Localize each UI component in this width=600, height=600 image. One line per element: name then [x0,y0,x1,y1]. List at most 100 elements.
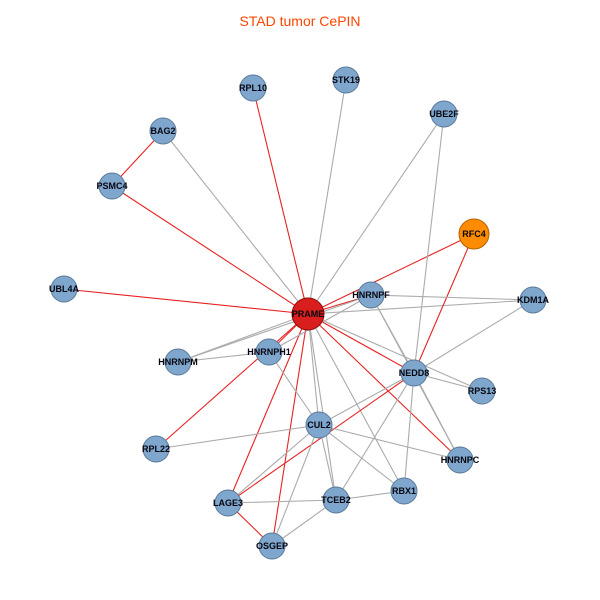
node-label-PRAME: PRAME [292,309,325,319]
node-OSGEP: OSGEP [256,532,288,560]
edge-NEDD8-UBE2F [413,113,445,374]
edge-CUL2-HNRNPH1 [268,351,320,426]
node-label-RBX1: RBX1 [392,486,416,496]
edge-PRAME-BAG2 [162,130,309,315]
node-circle-HNRNPH1 [255,338,283,366]
node-circle-UBL4A [50,275,78,303]
node-label-RPL10: RPL10 [239,83,267,93]
edge-CUL2-HNRNPC [318,424,461,461]
node-label-HNRNPM: HNRNPM [158,357,198,367]
edge-PRAME-HNRNPC [307,313,461,461]
node-label-HNRNPF: HNRNPF [352,290,390,300]
node-circle-OSGEP [258,532,286,560]
edge-CUL2-OSGEP [271,424,320,547]
edge-PRAME-KDM1A [307,299,534,315]
edge-PRAME-RBX1 [307,313,405,492]
figure-title: STAD tumor CePIN [239,13,360,29]
edge-PRAME-RPS13 [307,313,483,392]
node-HNRNPF: HNRNPF [352,281,390,309]
edge-PRAME-LAGE3 [227,313,309,504]
node-label-LAGE3: LAGE3 [213,498,243,508]
edge-HNRNPF-NEDD8 [370,294,415,374]
node-label-NEDD8: NEDD8 [399,368,430,378]
node-BAG2: BAG2 [149,117,177,145]
node-circle-PRAME [291,297,325,331]
node-LAGE3: LAGE3 [213,489,243,517]
node-circle-HNRNPM [164,348,192,376]
node-label-PSMC4: PSMC4 [96,181,127,191]
node-RBX1: RBX1 [390,477,418,505]
node-label-HNRNPC: HNRNPC [441,455,480,465]
node-label-HNRNPH1: HNRNPH1 [247,347,291,357]
edge-PRAME-UBE2F [307,113,445,315]
edge-PRAME-STK19 [307,79,347,315]
node-label-RFC4: RFC4 [462,229,486,239]
node-circle-RPL22 [142,435,170,463]
edge-PRAME-RFC4 [307,233,475,315]
node-label-OSGEP: OSGEP [256,541,288,551]
node-circle-KDM1A [519,286,547,314]
edge-HNRNPF-HNRNPM [177,294,372,363]
node-STK19: STK19 [332,66,360,94]
node-HNRNPM: HNRNPM [158,348,198,376]
node-circle-RPL10 [239,74,267,102]
node-PRAME: PRAME [291,297,325,331]
node-UBE2F: UBE2F [429,100,459,128]
node-label-STK19: STK19 [332,75,360,85]
edge-HNRNPF-KDM1A [370,294,534,301]
edge-PRAME-CUL2 [307,313,320,426]
node-circle-PSMC4 [98,172,126,200]
node-circle-STK19 [332,66,360,94]
node-label-CUL2: CUL2 [307,420,331,430]
edge-CUL2-LAGE3 [227,424,320,504]
edge-PRAME-UBL4A [63,288,309,315]
node-HNRNPH1: HNRNPH1 [247,338,291,366]
edge-TCEB2-LAGE3 [227,499,337,504]
edge-CUL2-RPL22 [155,424,320,450]
node-NEDD8: NEDD8 [399,359,430,387]
edge-RFC4-NEDD8 [413,233,475,374]
node-CUL2: CUL2 [305,411,333,439]
edge-PRAME-OSGEP [271,313,309,547]
edge-NEDD8-HNRNPC [413,372,461,461]
node-KDM1A: KDM1A [517,286,550,314]
node-label-RPL22: RPL22 [142,444,170,454]
edge-PRAME-RPL10 [252,87,309,315]
node-circle-HNRNPC [446,446,474,474]
edge-NEDD8-RBX1 [403,372,415,492]
node-label-RPS13: RPS13 [468,386,497,396]
edge-PRAME-PSMC4 [111,185,309,315]
node-circle-UBE2F [430,100,458,128]
node-circle-RFC4 [458,218,490,250]
node-circle-CUL2 [305,411,333,439]
node-RPS13: RPS13 [468,377,497,405]
edge-PRAME-TCEB2 [307,313,337,501]
edge-HNRNPM-HNRNPH1 [177,351,270,363]
node-UBL4A: UBL4A [49,275,79,303]
node-circle-TCEB2 [322,486,350,514]
edge-PRAME-RPL22 [155,313,309,450]
edge-NEDD8-CUL2 [318,372,415,426]
edge-NEDD8-TCEB2 [335,372,415,501]
node-PSMC4: PSMC4 [96,172,128,200]
node-label-BAG2: BAG2 [150,126,175,136]
node-circle-RBX1 [390,477,418,505]
node-RFC4: RFC4 [458,218,490,250]
node-RPL10: RPL10 [239,74,267,102]
edge-CUL2-RBX1 [318,424,405,492]
node-circle-LAGE3 [214,489,242,517]
node-circle-HNRNPF [357,281,385,309]
node-circle-NEDD8 [400,359,428,387]
edge-PRAME-NEDD8 [307,313,415,374]
node-label-TCEB2: TCEB2 [321,495,351,505]
node-TCEB2: TCEB2 [321,486,351,514]
edge-NEDD8-KDM1A [413,299,534,374]
node-HNRNPC: HNRNPC [441,446,480,474]
node-label-KDM1A: KDM1A [517,295,550,305]
node-circle-RPS13 [468,377,496,405]
node-label-UBE2F: UBE2F [429,109,459,119]
node-circle-BAG2 [149,117,177,145]
